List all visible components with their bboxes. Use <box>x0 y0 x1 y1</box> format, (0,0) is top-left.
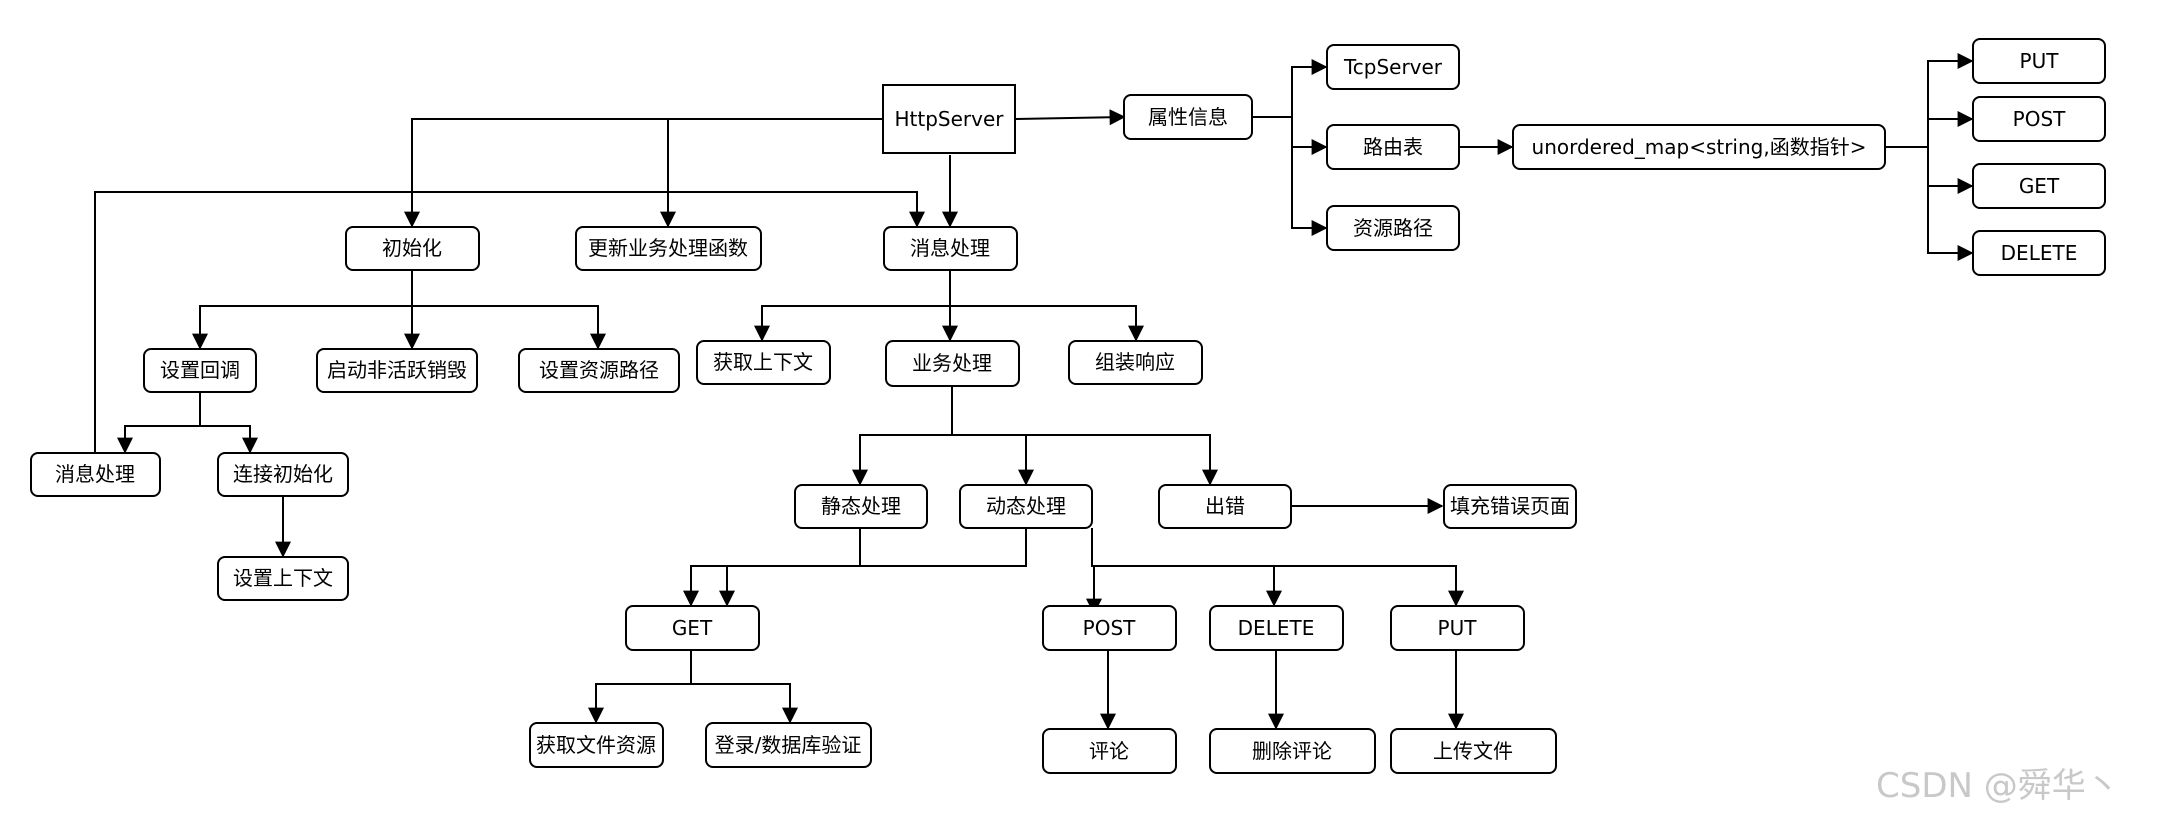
node-get-file: 获取文件资源 <box>529 722 664 768</box>
node-init-label: 初始化 <box>382 236 442 260</box>
node-set-callback: 设置回调 <box>143 348 257 393</box>
node-route-delete-label: DELETE <box>2001 241 2078 265</box>
node-static-handle-label: 静态处理 <box>821 494 901 518</box>
node-route-get: GET <box>1972 163 2106 209</box>
node-upload-file-label: 上传文件 <box>1433 739 1513 763</box>
node-delete-comment: 删除评论 <box>1209 728 1376 774</box>
edge-attr-info-tcpserver <box>1253 59 1328 118</box>
node-route-post-label: POST <box>2013 107 2066 131</box>
edge-init-set-resource-path <box>412 305 606 350</box>
edge-dynamic-delete <box>1094 565 1282 607</box>
node-unordered-map-label: unordered_map<string,函数指针> <box>1532 135 1867 159</box>
node-delete: DELETE <box>1209 605 1344 651</box>
edge-attr-info-resource-path <box>1291 147 1328 236</box>
node-get-file-label: 获取文件资源 <box>536 733 656 757</box>
node-post-label: POST <box>1083 616 1136 640</box>
node-httpserver: HttpServer <box>882 84 1016 154</box>
edge-set-callback-msg-left <box>117 392 201 454</box>
node-get: GET <box>625 605 760 651</box>
node-comment-label: 评论 <box>1089 739 1129 763</box>
node-fill-error-page: 填充错误页面 <box>1443 484 1577 529</box>
node-put-label: PUT <box>1438 616 1478 640</box>
edge-get-login-db <box>691 683 798 724</box>
node-attr-info-label: 属性信息 <box>1148 105 1228 129</box>
node-update-handler: 更新业务处理函数 <box>575 226 762 271</box>
edge-get-file <box>588 650 692 724</box>
node-fill-error-page-label: 填充错误页面 <box>1450 494 1570 518</box>
node-start-inactive: 启动非活跃销毁 <box>316 348 478 393</box>
node-post: POST <box>1042 605 1177 651</box>
edge-business-error <box>1026 434 1218 486</box>
node-get-label: GET <box>672 616 713 640</box>
node-set-context: 设置上下文 <box>217 556 349 601</box>
edge-dynamic-post <box>1086 528 1102 615</box>
edge-map-get <box>1927 147 1974 194</box>
node-comment: 评论 <box>1042 728 1177 774</box>
node-static-handle: 静态处理 <box>794 484 928 529</box>
node-set-resource-path: 设置资源路径 <box>518 348 680 393</box>
node-conn-init: 连接初始化 <box>217 452 349 497</box>
node-start-inactive-label: 启动非活跃销毁 <box>327 358 467 382</box>
edge-business-static <box>852 386 953 486</box>
node-set-context-label: 设置上下文 <box>233 566 333 590</box>
node-route-get-label: GET <box>2019 174 2060 198</box>
node-route-post: POST <box>1972 96 2106 142</box>
node-set-resource-path-label: 设置资源路径 <box>539 358 659 382</box>
node-resource-path-label: 资源路径 <box>1353 216 1433 240</box>
edge-map-delete <box>1927 186 1974 261</box>
node-upload-file: 上传文件 <box>1390 728 1557 774</box>
node-error-label: 出错 <box>1205 494 1245 518</box>
edge-set-callback-conn-init <box>200 425 258 454</box>
watermark-text: CSDN @舜华丶 <box>1876 766 2120 806</box>
node-tcpserver-label: TcpServer <box>1343 55 1443 79</box>
node-business: 业务处理 <box>885 340 1020 387</box>
node-msg-handle-label: 消息处理 <box>910 236 990 260</box>
node-httpserver-label: HttpServer <box>894 107 1004 131</box>
node-init: 初始化 <box>345 226 480 271</box>
node-dynamic-handle-label: 动态处理 <box>986 494 1066 518</box>
node-resource-path: 资源路径 <box>1326 205 1460 251</box>
node-put: PUT <box>1390 605 1525 651</box>
node-set-callback-label: 设置回调 <box>160 358 240 382</box>
node-error: 出错 <box>1158 484 1292 529</box>
edge-dynamic-get <box>719 528 1027 607</box>
edge-httpserver-attr-info <box>1015 109 1126 126</box>
node-msg-handle: 消息处理 <box>883 226 1018 271</box>
node-msg-handle-left: 消息处理 <box>30 452 161 497</box>
node-route-delete: DELETE <box>1972 230 2106 276</box>
node-login-db-label: 登录/数据库验证 <box>715 733 862 757</box>
node-route-table-label: 路由表 <box>1363 135 1423 159</box>
edge-attr-info-route-table <box>1291 117 1328 155</box>
node-delete-comment-label: 删除评论 <box>1252 739 1332 763</box>
node-tcpserver: TcpServer <box>1326 44 1460 90</box>
node-get-context-label: 获取上下文 <box>713 350 813 374</box>
edge-business-dynamic <box>952 434 1034 486</box>
edges <box>94 53 1974 730</box>
node-get-context: 获取上下文 <box>696 340 831 385</box>
edge-map-post <box>1927 111 1974 147</box>
node-assemble-resp: 组装响应 <box>1068 340 1203 385</box>
node-route-put-label: PUT <box>2020 49 2060 73</box>
node-delete-label: DELETE <box>1238 616 1315 640</box>
nodes: HttpServer 属性信息 TcpServer 路由表 资源路径 unord… <box>30 38 2106 774</box>
edge-msg-assemble <box>950 305 1144 342</box>
edge-httpserver-init <box>404 118 882 228</box>
edge-msg-get-context <box>754 270 951 342</box>
node-unordered-map: unordered_map<string,函数指针> <box>1512 124 1886 170</box>
edge-map-put <box>1886 53 1974 148</box>
node-assemble-resp-label: 组装响应 <box>1095 350 1175 374</box>
node-business-label: 业务处理 <box>912 351 992 375</box>
node-attr-info: 属性信息 <box>1123 94 1253 140</box>
node-msg-handle-left-label: 消息处理 <box>55 462 135 486</box>
node-route-table: 路由表 <box>1326 124 1460 170</box>
node-conn-init-label: 连接初始化 <box>233 462 333 486</box>
node-login-db: 登录/数据库验证 <box>705 722 872 768</box>
edge-dynamic-put <box>1274 565 1464 607</box>
edge-init-set-callback <box>192 270 413 350</box>
edge-left-msg-to-msg-handle <box>94 191 925 455</box>
node-route-put: PUT <box>1972 38 2106 84</box>
node-update-handler-label: 更新业务处理函数 <box>588 236 748 260</box>
node-dynamic-handle: 动态处理 <box>959 484 1093 529</box>
